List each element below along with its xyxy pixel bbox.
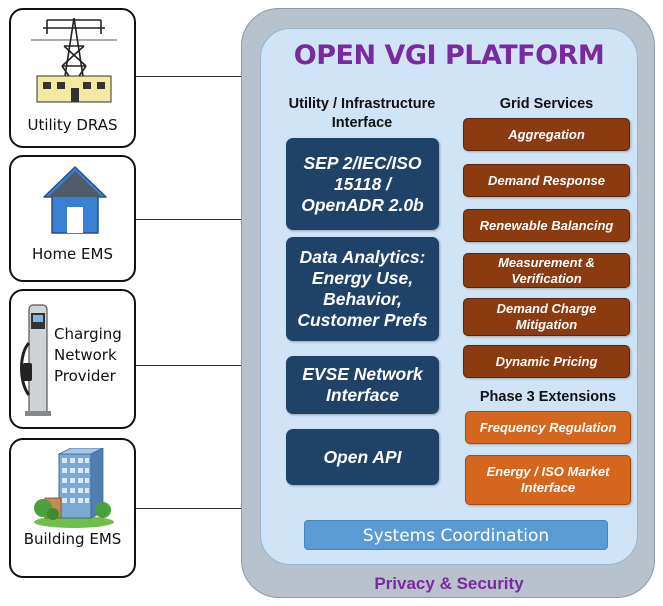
home-ems-box[interactable]: Home EMS (9, 155, 136, 282)
ev-charger-icon (20, 304, 51, 416)
energy-market-line1: Energy / ISO Market (486, 464, 610, 479)
grid-service-measurement-verification[interactable]: Measurement & Verification (463, 253, 630, 288)
building-icon (34, 448, 114, 528)
dynamic-pricing-label: Dynamic Pricing (495, 353, 598, 369)
privacy-security-label: Privacy & Security (374, 574, 524, 593)
grid-service-demand-charge-mitigation[interactable]: Demand Charge Mitigation (463, 298, 630, 336)
grid-service-demand-response[interactable]: Demand Response (463, 164, 630, 197)
platform-title: OPEN VGI PLATFORM (293, 40, 605, 71)
open-api-box[interactable]: Open API (286, 429, 439, 485)
utility-dras-label: Utility DRAS (27, 116, 118, 134)
measurement-line2: Verification (511, 270, 582, 286)
grid-service-aggregation[interactable]: Aggregation (463, 118, 630, 151)
demand-charge-line2: Mitigation (515, 317, 578, 332)
left-heading-line2: Interface (331, 115, 393, 131)
connector-utility (135, 76, 241, 77)
demand-response-label: Demand Response (487, 172, 606, 188)
connector-charging (135, 365, 241, 366)
phase3-energy-iso-market[interactable]: Energy / ISO Market Interface (465, 455, 631, 505)
building-ems-label: Building EMS (23, 530, 122, 548)
charging-label-line1: Charging (54, 325, 122, 343)
grid-service-renewable-balancing[interactable]: Renewable Balancing (463, 209, 630, 242)
frequency-regulation-label: Frequency Regulation (479, 419, 617, 435)
house-icon (43, 166, 107, 234)
building-ems-box[interactable]: Building EMS (9, 438, 136, 578)
standards-line1: SEP 2/IEC/ISO (303, 152, 422, 173)
charging-network-box[interactable]: Charging Network Provider (9, 289, 136, 429)
renewable-balancing-label: Renewable Balancing (479, 217, 614, 233)
data-analytics-box[interactable]: Data Analytics: Energy Use, Behavior, Cu… (286, 237, 439, 341)
analytics-line3: Behavior, (323, 289, 402, 309)
standards-line2: 15118 / (333, 173, 392, 194)
systems-coordination-bar[interactable]: Systems Coordination (304, 520, 608, 550)
aggregation-label: Aggregation (508, 126, 585, 142)
analytics-line2: Energy Use, (311, 268, 414, 288)
energy-market-line2: Interface (520, 480, 576, 495)
analytics-line4: Customer Prefs (297, 310, 428, 330)
left-heading-line1: Utility / Infrastructure (288, 96, 436, 112)
evse-network-box[interactable]: EVSE Network Interface (286, 356, 439, 414)
utility-dras-box[interactable]: Utility DRAS (9, 8, 136, 148)
home-ems-label: Home EMS (31, 245, 113, 263)
charging-label-line2: Network (54, 346, 117, 364)
evse-line2: Interface (326, 385, 399, 405)
left-column-heading: Utility / Infrastructure Interface (276, 95, 448, 133)
measurement-line1: Measurement & (498, 254, 595, 270)
power-tower-icon (31, 17, 117, 103)
grid-services-heading: Grid Services (499, 96, 594, 112)
connector-building (135, 508, 241, 509)
evse-line1: EVSE Network (302, 364, 423, 384)
grid-service-dynamic-pricing[interactable]: Dynamic Pricing (463, 345, 630, 378)
standards-line3: OpenADR 2.0b (301, 194, 424, 215)
connector-home (135, 219, 241, 220)
demand-charge-line1: Demand Charge (496, 301, 597, 316)
analytics-line1: Data Analytics: (299, 247, 426, 267)
phase3-frequency-regulation[interactable]: Frequency Regulation (465, 411, 631, 444)
standards-box[interactable]: SEP 2/IEC/ISO 15118 / OpenADR 2.0b (286, 138, 439, 230)
open-api-label: Open API (323, 446, 402, 467)
phase3-heading: Phase 3 Extensions (479, 389, 617, 405)
charging-label-line3: Provider (54, 367, 116, 385)
